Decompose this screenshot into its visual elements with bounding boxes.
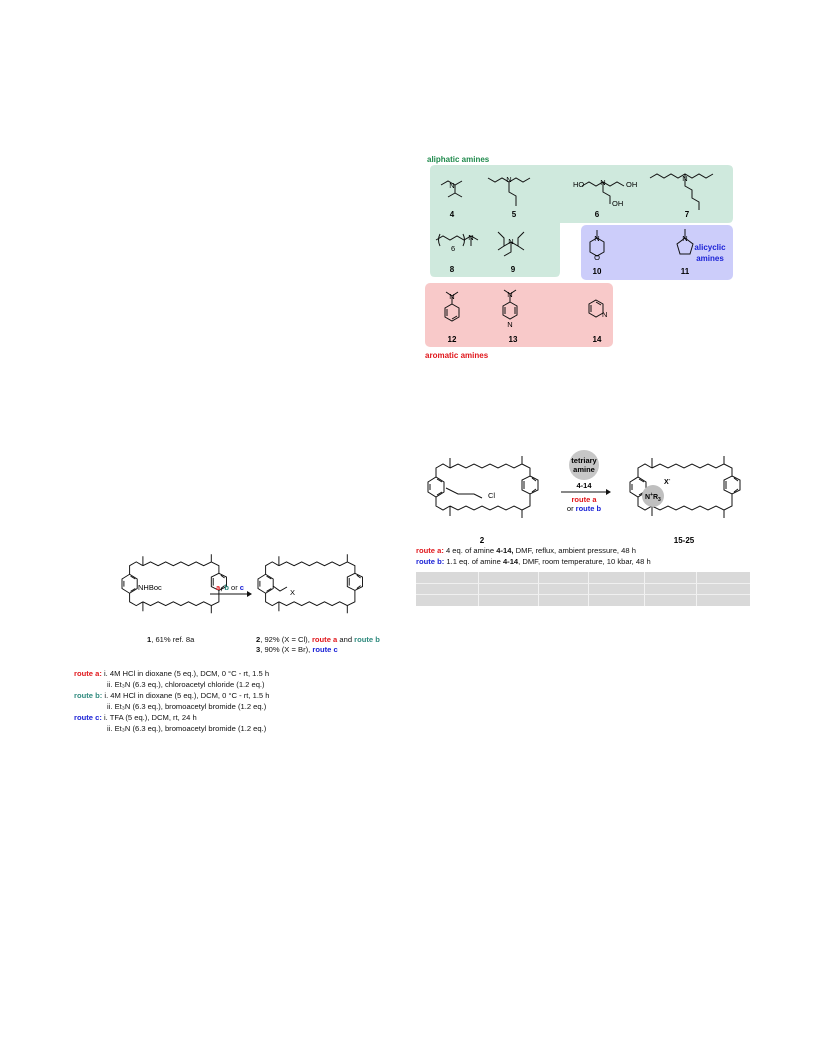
svg-text:N: N [506,175,511,184]
cmpd-14: 14 [593,335,602,344]
svg-text:N: N [468,233,473,242]
start-num: 2 [480,536,485,545]
route-b-line: or route b [567,504,602,513]
aromatic-label: aromatic amines [425,351,489,360]
aliphatic-panel [430,165,733,277]
cmpd-6: 6 [595,210,600,219]
compound-2-label: 2, 92% (X = Cl), route a and route b [256,635,380,644]
svg-text:N: N [600,178,605,187]
compound-11-structure: N [676,229,694,255]
compound-9-structure: N [497,231,525,257]
scheme2-structures: Cl N+R3 X- tetriary amine 4-14 route a o… [427,450,741,545]
reagent-range: 4-14 [576,481,592,490]
svg-text:N: N [508,237,513,246]
svg-text:6: 6 [451,244,455,253]
alicyclic-panel [581,225,733,280]
svg-text:N: N [507,290,512,299]
product-num: 15-25 [674,536,695,545]
alicyclic-label-1: alicyclic [694,243,726,252]
svg-text:N: N [682,234,687,243]
aliphatic-label: aliphatic amines [427,155,490,164]
cmpd-10: 10 [593,267,602,276]
scheme1-conditions: route a: i. 4M HCl in dioxane (5 eq.), D… [74,669,270,733]
route-a-label: route a [571,495,597,504]
amine-library-figure: aliphatic amines alicyclic amines aromat… [425,155,733,360]
svg-text:N: N [594,234,599,243]
scheme1-structures: NHBoc X a, b or c [121,553,363,614]
svg-text:N: N [682,174,687,183]
compound-8-structure: 6 N [435,233,479,253]
nr3-label: N+R3 [645,492,661,503]
arrow-label: a, b or c [216,583,244,592]
reagent-circle-1: tetriary [571,456,597,465]
cmpd-5: 5 [512,210,517,219]
nhboc-label: NHBoc [138,583,162,592]
compound-13-structure: N N [502,289,518,329]
results-table [416,572,750,606]
svg-text:N: N [449,181,454,190]
svg-text:N: N [449,292,454,301]
cmpd-4: 4 [450,210,455,219]
svg-text:HO: HO [573,180,584,189]
compound-1-label: 1, 61% ref. 8a [147,635,195,644]
compound-12-structure: N [444,291,460,322]
compound-4-structure: N [440,180,463,198]
compound-3-label: 3, 90% (X = Br), route c [256,645,338,654]
reagent-circle-2: amine [573,465,595,474]
svg-text:OH: OH [626,180,637,189]
compound-5-structure: N [487,175,531,206]
compound-14-structure: N [588,299,607,319]
alicyclic-label-2: amines [696,254,724,263]
cmpd-13: 13 [509,335,518,344]
svg-text:O: O [594,253,600,262]
cmpd-8: 8 [450,265,455,274]
cmpd-7: 7 [685,210,690,219]
aromatic-panel [425,283,613,347]
cmpd-12: 12 [448,335,457,344]
x-minus-label: X- [664,477,671,486]
cmpd-11: 11 [681,267,690,276]
compound-10-structure: N O [589,230,605,262]
cl-label: Cl [488,491,495,500]
compound-6-structure: HO OH OH N [573,178,637,208]
cmpd-9: 9 [511,265,516,274]
x-label: X [290,588,295,597]
compound-7-structure: N [649,173,714,210]
svg-text:N: N [507,320,512,329]
svg-text:OH: OH [612,199,623,208]
scheme2-conditions: route a: 4 eq. of amine 4-14, DMF, reflu… [416,546,651,566]
svg-text:N: N [602,310,607,319]
